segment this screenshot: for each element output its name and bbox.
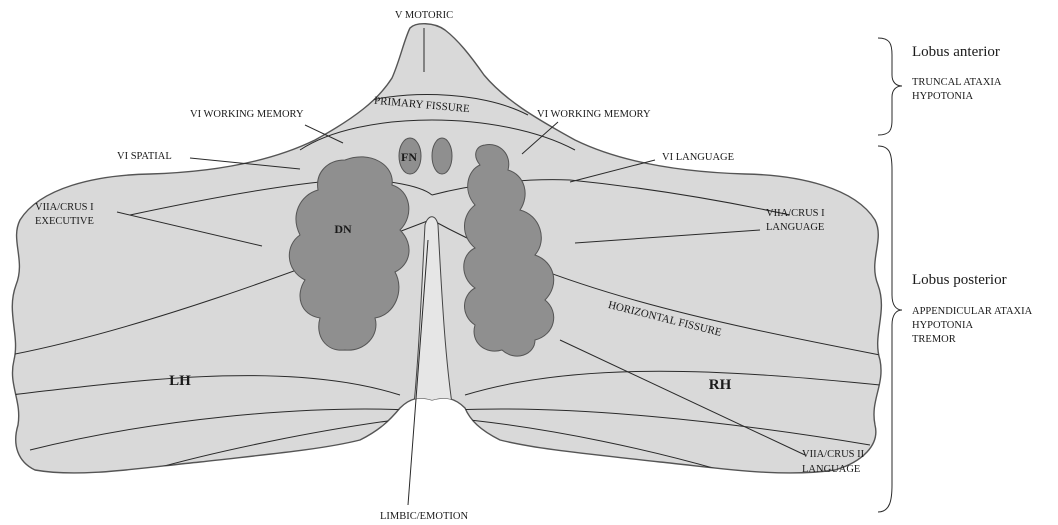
label-viia-exec-1: VIIA/CRUS I	[35, 202, 94, 213]
label-vi-spatial: VI SPATIAL	[117, 151, 172, 162]
brace-posterior	[878, 146, 902, 512]
label-left-hemisphere: LH	[169, 373, 191, 389]
label-limbic: LIMBIC/EMOTION	[380, 511, 468, 522]
legend-anterior-line: TRUNCAL ATAXIA	[912, 77, 1002, 88]
label-right-hemisphere: RH	[709, 377, 732, 393]
label-viia2-lang-1: VIIA/CRUS II	[802, 449, 865, 460]
label-viia2-lang-2: LANGUAGE	[802, 464, 860, 475]
label-viia-exec-2: EXECUTIVE	[35, 216, 94, 227]
label-viia-lang-1: VIIA/CRUS I	[766, 208, 825, 219]
label-vi-wm-left: VI WORKING MEMORY	[190, 109, 304, 120]
brace-anterior	[878, 38, 902, 135]
label-dentate-nucleus: DN	[334, 222, 352, 236]
legend-posterior-line: APPENDICULAR ATAXIA	[912, 306, 1033, 317]
legend-posterior-line: TREMOR	[912, 334, 956, 345]
legend-anterior-title: Lobus anterior	[912, 44, 1000, 60]
fastigial-nucleus-right	[432, 138, 452, 174]
vermis-notch	[420, 400, 446, 525]
legend-posterior-title: Lobus posterior	[912, 272, 1007, 288]
label-vi-wm-right: VI WORKING MEMORY	[537, 109, 651, 120]
label-viia-lang-2: LANGUAGE	[766, 222, 824, 233]
label-fastigial-nucleus: FN	[401, 150, 417, 164]
legend-posterior-line: HYPOTONIA	[912, 320, 973, 331]
label-v-motoric: V MOTORIC	[395, 10, 453, 21]
label-vi-language: VI LANGUAGE	[662, 152, 734, 163]
legend-anterior-line: HYPOTONIA	[912, 91, 973, 102]
cerebellum-outline	[12, 24, 881, 473]
